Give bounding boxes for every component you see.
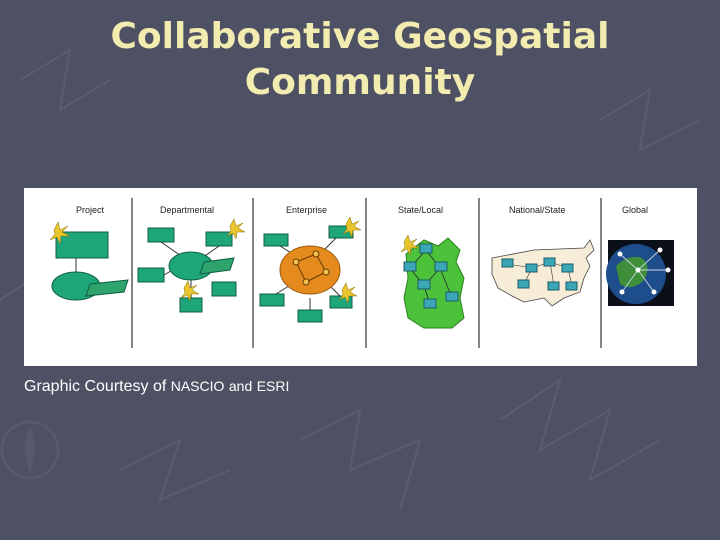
- slide-title: Collaborative Geospatial Community: [60, 14, 660, 106]
- departmental-panel: [137, 218, 246, 313]
- title-line-2: Community: [244, 62, 476, 103]
- caption-credit-esri: ESRI: [256, 378, 290, 394]
- panel-label-national-state: National/State: [509, 205, 566, 215]
- national-state-panel: [491, 239, 595, 307]
- caption-credit-nascio: NASCIO: [170, 378, 225, 394]
- panel-label-enterprise: Enterprise: [286, 205, 327, 215]
- caption-and: and: [228, 378, 253, 394]
- project-panel: [49, 221, 129, 301]
- state-local-panel: [400, 234, 465, 329]
- caption-prefix: Graphic Courtesy of: [24, 378, 167, 395]
- panel-label-global: Global: [622, 205, 648, 215]
- global-panel: [606, 240, 674, 306]
- image-credit-caption: Graphic Courtesy of NASCIO and ESRI: [24, 378, 289, 396]
- panel-label-project: Project: [76, 205, 105, 215]
- panel-label-departmental: Departmental: [160, 205, 214, 215]
- enterprise-panel: [259, 216, 362, 323]
- panel-label-state-local: State/Local: [398, 205, 443, 215]
- panel-dividers: [131, 198, 602, 348]
- title-line-1: Collaborative Geospatial: [110, 16, 610, 57]
- community-diagram: Project Departmental Enterprise State/Lo…: [24, 188, 697, 366]
